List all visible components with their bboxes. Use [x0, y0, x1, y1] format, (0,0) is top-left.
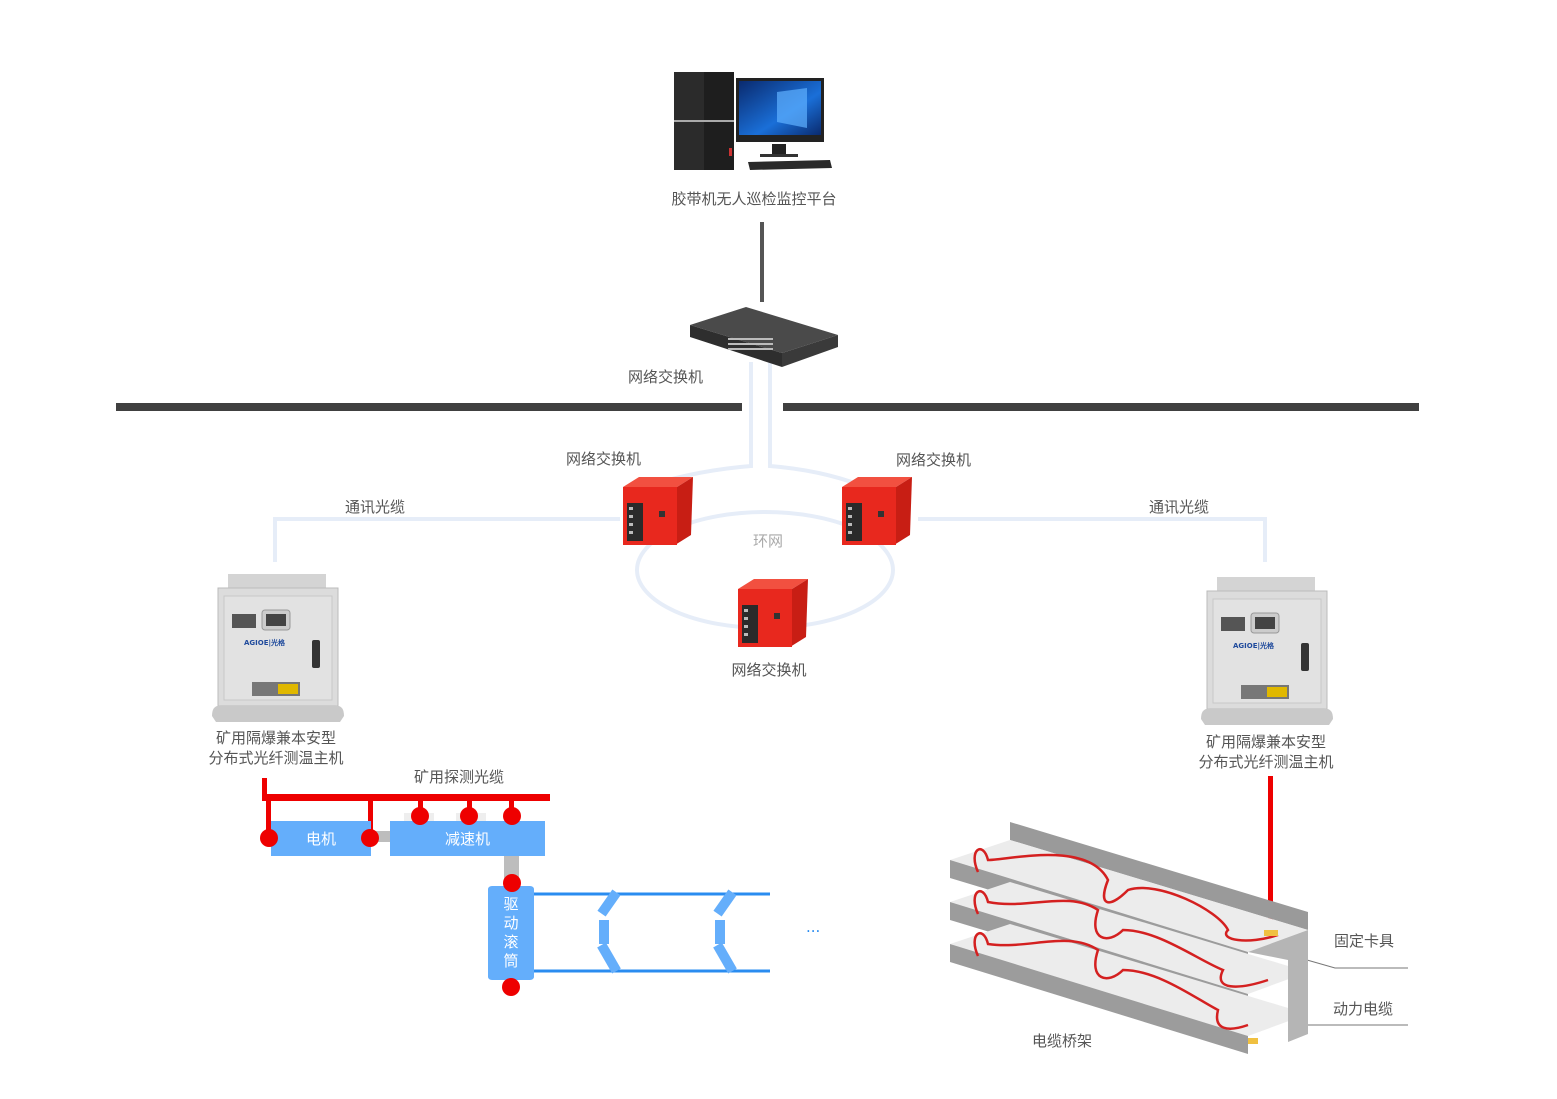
ring-switch [615, 473, 695, 553]
brand-logo: AGIOE|光格 [244, 638, 286, 648]
drum-label-char: 滚 [503, 933, 519, 951]
mining-switch-icon [623, 477, 693, 545]
backbone-left [116, 403, 742, 411]
drive-drum: 驱 动 滚 筒 [488, 886, 534, 980]
drum-label-char: 动 [503, 914, 519, 932]
motor-label: 电机 [305, 830, 336, 848]
comm-fiber-label-left: 通讯光缆 [345, 498, 406, 516]
idler-set [597, 889, 621, 974]
dts-host-icon: AGIOE|光格 [212, 574, 344, 722]
detect-cable-label: 矿用探测光缆 [414, 768, 505, 786]
reducer-flange [456, 813, 486, 821]
cable-tray-icon [950, 822, 1308, 1054]
clamp-label: 固定卡具 [1334, 932, 1395, 950]
mining-switch-icon [842, 477, 912, 545]
rack-switch-icon [690, 307, 838, 367]
power-cable-label: 动力电缆 [1333, 1000, 1394, 1018]
ring-switch-label: 网络交换机 [566, 450, 642, 468]
platform-computer [672, 70, 834, 172]
reducer-drum-shaft [504, 856, 519, 884]
backbone-right [783, 403, 1419, 411]
motor-reducer-shaft [370, 831, 392, 842]
comm-fiber-left [273, 517, 620, 562]
ring-switch [730, 575, 810, 655]
ring-switch-label: 网络交换机 [731, 661, 807, 679]
cable-tray-label: 电缆桥架 [1032, 1032, 1093, 1050]
core-switch-label: 网络交换机 [628, 368, 704, 386]
motor-box: 电机 [271, 821, 371, 856]
ring-switch [834, 473, 914, 553]
brand-logo: AGIOE|光格 [1233, 641, 1275, 651]
ring-switch-label: 网络交换机 [896, 451, 972, 469]
dts-host-label-line2: 分布式光纤测温主机 [208, 749, 344, 767]
cable-tray [948, 820, 1318, 1070]
drum-label-char: 筒 [503, 952, 519, 970]
dts-host-label-left: 矿用隔爆兼本安型 分布式光纤测温主机 [208, 728, 343, 768]
conveyor-ellipsis: ... [806, 918, 821, 936]
core-switch [688, 305, 840, 370]
uplink-right [768, 362, 861, 487]
dts-host-label-line1: 矿用隔爆兼本安型 [1205, 733, 1327, 751]
ring-network-label: 环网 [753, 532, 784, 550]
reducer-flange [404, 813, 434, 821]
drum-label-char: 驱 [503, 895, 519, 913]
platform-label: 胶带机无人巡检监控平台 [671, 190, 837, 208]
dts-host-icon: AGIOE|光格 [1201, 577, 1333, 725]
dts-host-right: AGIOE|光格 [1197, 573, 1337, 729]
dts-host-label-line1: 矿用隔爆兼本安型 [215, 729, 337, 747]
dts-host-left: AGIOE|光格 [208, 570, 348, 726]
reducer-box: 减速机 [390, 821, 545, 856]
mining-switch-icon [738, 579, 808, 647]
comm-fiber-label-right: 通讯光缆 [1149, 498, 1210, 516]
desktop-computer-icon [674, 72, 832, 170]
dts-host-label-right: 矿用隔爆兼本安型 分布式光纤测温主机 [1198, 732, 1333, 772]
reducer-label: 减速机 [444, 830, 490, 848]
dts-host-label-line2: 分布式光纤测温主机 [1198, 753, 1334, 771]
comm-fiber-right [918, 517, 1267, 562]
idler-set [713, 889, 737, 974]
detect-cable-right [1268, 776, 1273, 936]
